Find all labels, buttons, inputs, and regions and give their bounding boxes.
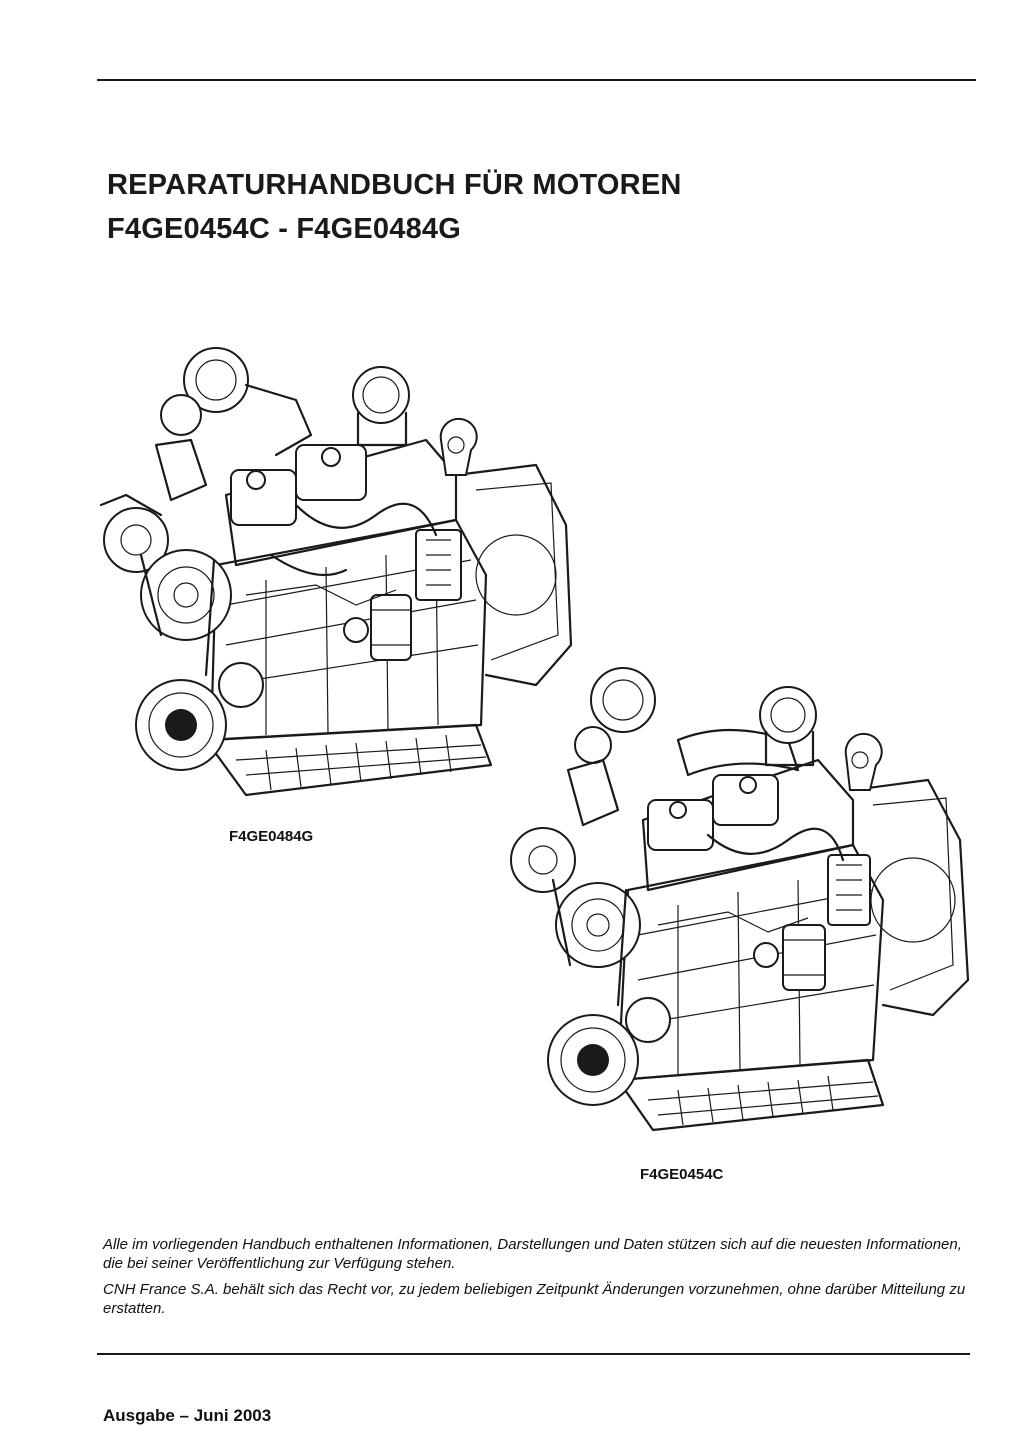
disclaimer-information: Alle im vorliegenden Handbuch enthaltene… bbox=[103, 1236, 962, 1272]
top-divider bbox=[97, 79, 976, 81]
figure-caption-f4ge0454c: F4GE0454C bbox=[640, 1166, 724, 1183]
engine-illustration-icon bbox=[498, 660, 978, 1160]
engine-illustration-icon bbox=[96, 345, 576, 820]
figure-caption-f4ge0484g: F4GE0484G bbox=[229, 828, 314, 845]
edition-date: Ausgabe – Juni 2003 bbox=[103, 1406, 272, 1425]
manual-title: REPARATURHANDBUCH FÜR MOTOREN bbox=[107, 169, 682, 201]
engine-models-title: F4GE0454C - F4GE0484G bbox=[107, 213, 461, 245]
bottom-divider bbox=[97, 1353, 970, 1355]
disclaimer-rights: CNH France S.A. behält sich das Recht vo… bbox=[103, 1281, 966, 1317]
